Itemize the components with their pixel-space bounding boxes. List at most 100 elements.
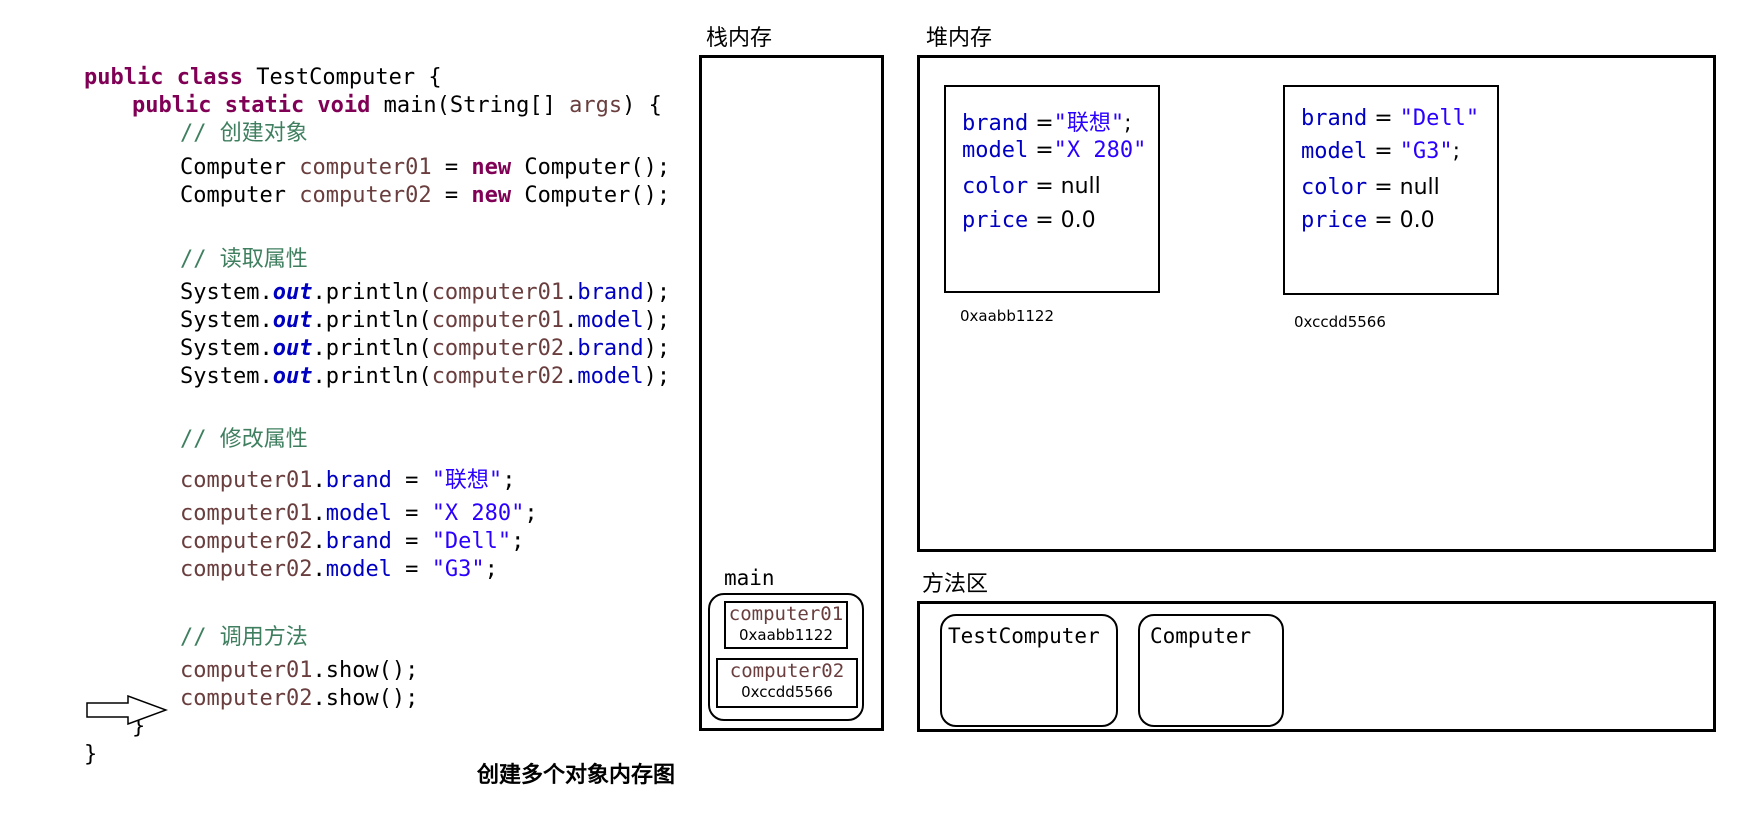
class-name: TestComputer <box>948 624 1100 648</box>
static-field: out <box>272 336 313 361</box>
code-text: = <box>391 529 432 554</box>
static-field: out <box>272 280 313 305</box>
code-text: System. <box>180 308 273 333</box>
class-box: Computer <box>1138 614 1284 727</box>
field: model <box>325 557 392 582</box>
stack-ref: computer02 0xccdd5566 <box>716 658 858 708</box>
code-text: ); <box>643 308 671 333</box>
code-text: = <box>1367 106 1400 131</box>
main-frame-label: main <box>724 566 775 590</box>
code-text: = <box>391 468 432 493</box>
code-text: . <box>312 468 326 493</box>
comment-modify: // 修改属性 <box>180 427 308 452</box>
modify-line: computer01.model = "X 280"; <box>180 500 538 528</box>
stack-ref: computer01 0xaabb1122 <box>724 601 848 649</box>
code-text: ); <box>643 364 671 389</box>
code-text: ; <box>511 529 525 554</box>
field: model <box>325 501 392 526</box>
variable: computer02 <box>431 364 565 389</box>
code-text: ) { <box>622 93 662 118</box>
string-literal: "Dell" <box>431 529 512 554</box>
heap-memory-box <box>917 55 1716 552</box>
field-value: 0.0 <box>1399 208 1435 233</box>
call-line: computer02.show(); <box>180 685 418 713</box>
field-name: price <box>1301 208 1368 233</box>
object-field: brand ="联想"; <box>962 105 1132 137</box>
object-field: model = "G3"; <box>1301 139 1460 164</box>
code-text: Computer <box>180 155 300 180</box>
keyword: public static void <box>132 93 371 118</box>
field-value: "联想" <box>1053 111 1125 136</box>
object-field: brand = "Dell" <box>1301 106 1479 131</box>
code-text: ; <box>1452 139 1461 164</box>
param-name: args <box>569 93 623 118</box>
object-address: 0xaabb1122 <box>960 307 1055 325</box>
keyword: public class <box>84 65 243 90</box>
variable: computer01 <box>431 280 565 305</box>
field: model <box>577 364 644 389</box>
variable: computer01 <box>180 658 313 683</box>
field: brand <box>577 336 644 361</box>
code-text: .show(); <box>312 686 419 711</box>
code-text: . <box>564 364 578 389</box>
comment-create: // 创建对象 <box>180 121 308 146</box>
variable: computer02 <box>180 529 313 554</box>
variable: computer01 <box>299 155 432 180</box>
code-text: ); <box>643 280 671 305</box>
ref-name: computer02 <box>729 660 845 682</box>
field-value: null <box>1399 175 1440 200</box>
static-field: out <box>272 308 313 333</box>
code-text: = <box>391 557 432 582</box>
keyword: new <box>471 155 512 180</box>
code-text: . <box>312 501 326 526</box>
field-value: 0.0 <box>1060 208 1096 233</box>
field-value: "X 280" <box>1053 138 1147 163</box>
code-text: = <box>1028 208 1061 233</box>
class-name: TestComputer { <box>242 65 442 90</box>
ref-value: 0xccdd5566 <box>741 683 833 701</box>
field-name: brand <box>1301 106 1368 131</box>
main-method-declaration: public static void main(String[] args) { <box>132 92 662 120</box>
stack-label: 栈内存 <box>706 26 773 51</box>
field: brand <box>325 468 392 493</box>
modify-line: computer02.brand = "Dell"; <box>180 528 524 556</box>
code-text: .println( <box>312 336 432 361</box>
code-text: = <box>431 155 472 180</box>
code-text: . <box>564 280 578 305</box>
string-literal: "G3" <box>431 557 485 582</box>
method-area-label: 方法区 <box>922 572 989 597</box>
variable: computer02 <box>299 183 432 208</box>
code-text: = <box>1367 208 1400 233</box>
code-text: ; <box>502 468 516 493</box>
code-text: ; <box>1124 111 1132 136</box>
code-listing: public class TestComputer { public stati… <box>84 64 670 767</box>
comment-read: // 读取属性 <box>180 247 308 272</box>
code-text: .println( <box>312 280 432 305</box>
variable: computer02 <box>180 557 313 582</box>
code-text: System. <box>180 336 273 361</box>
code-text: System. <box>180 280 273 305</box>
object-field: price = 0.0 <box>962 208 1096 233</box>
heap-object: brand = "Dell" model = "G3"; color = nul… <box>1283 85 1499 295</box>
object-field: color = null <box>962 174 1101 199</box>
read-line: System.out.println(computer01.model); <box>180 307 670 335</box>
code-text: Computer(); <box>511 155 671 180</box>
ref-value: 0xaabb1122 <box>738 626 834 644</box>
code-text: . <box>312 557 326 582</box>
read-line: System.out.println(computer02.model); <box>180 363 670 391</box>
string-literal: "联想" <box>431 468 503 493</box>
field-name: brand <box>962 111 1029 136</box>
read-line: System.out.println(computer02.brand); <box>180 335 670 363</box>
code-text: = <box>1028 138 1054 163</box>
code-text: .show(); <box>312 658 419 683</box>
ref-name: computer01 <box>728 603 844 625</box>
hollow-arrow-right-icon <box>86 695 168 725</box>
code-text: Computer <box>180 183 300 208</box>
create-line-1: Computer computer01 = new Computer(); <box>180 154 670 182</box>
code-text: ; <box>524 501 538 526</box>
code-text: = <box>391 501 432 526</box>
class-box: TestComputer <box>940 614 1118 727</box>
stack-memory-box <box>699 55 884 731</box>
variable: computer02 <box>180 686 313 711</box>
string-literal: "X 280" <box>431 501 525 526</box>
